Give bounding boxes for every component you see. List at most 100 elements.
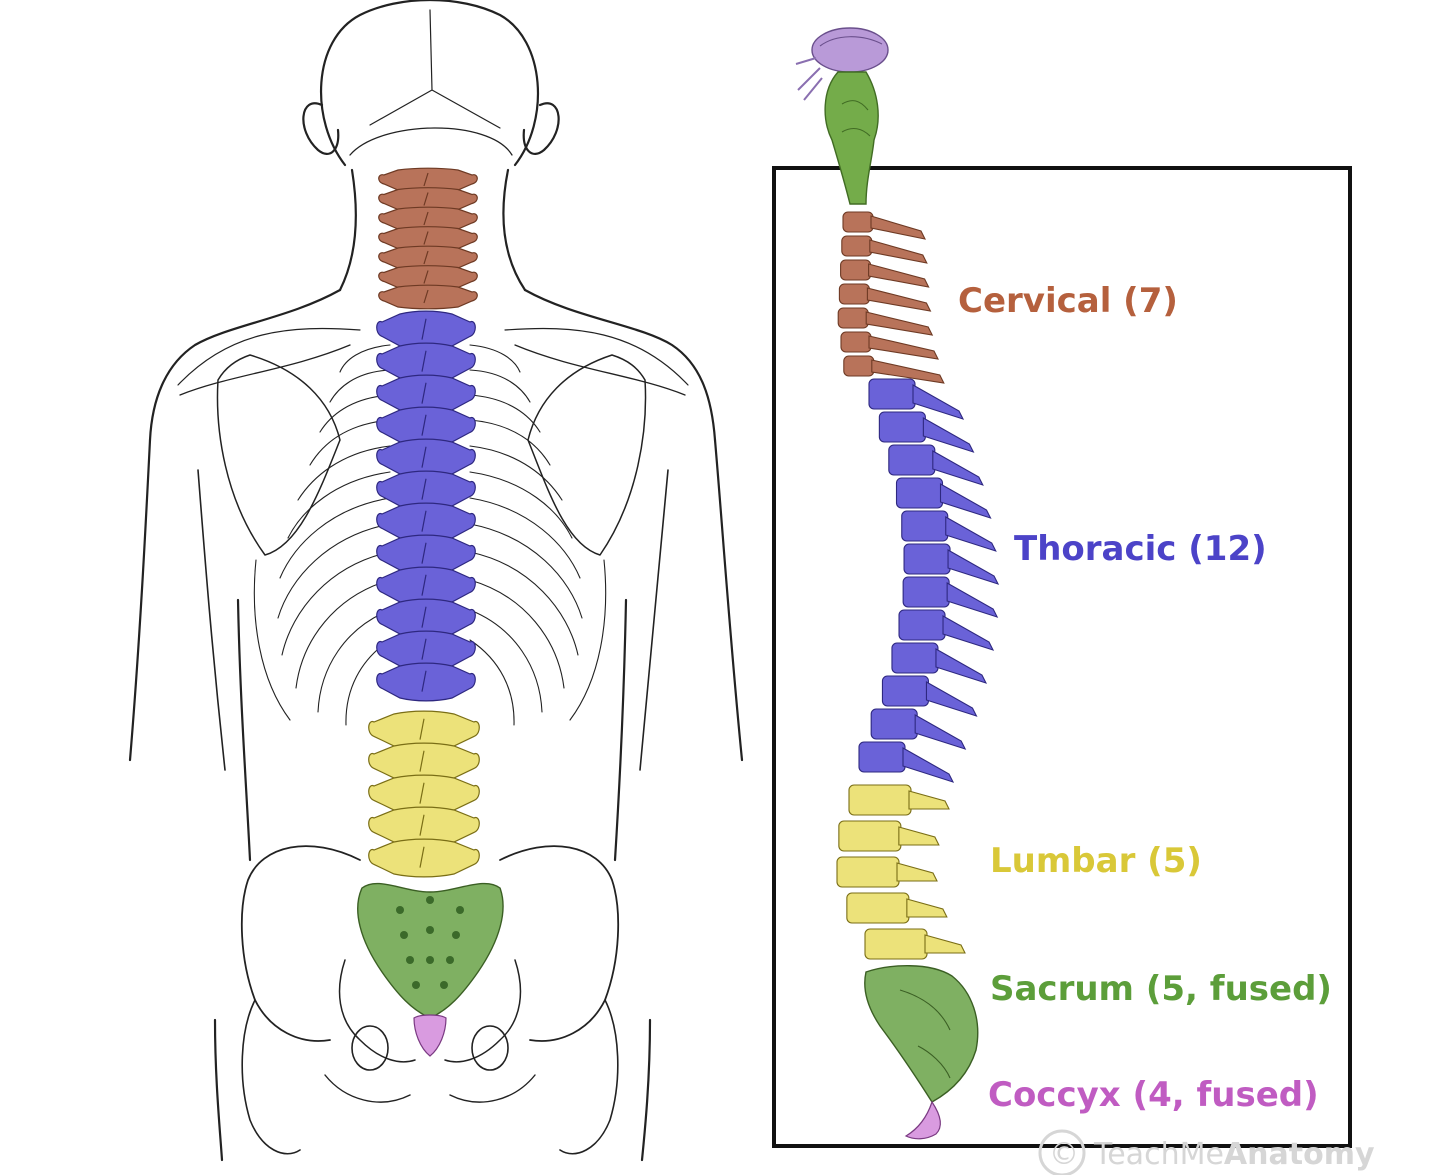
lateral-thoracic-vertebra-body [878,411,926,443]
lateral-thoracic-vertebra-spinous-process [947,549,1000,585]
right-ischium [449,1074,536,1103]
posterior-thoracic-vertebra-shape [376,566,476,606]
sacral-foramen [400,931,408,939]
posterior-cervical-vertebra-process [423,172,429,187]
right-iliac-crest [499,845,620,1042]
posterior-thoracic-vertebra-shape [376,534,476,574]
posterior-thoracic-vertebra-process [421,574,427,596]
posterior-cervical-vertebra-process [423,250,429,265]
lateral-cervical-vertebra-body [840,259,872,281]
posterior-thoracic-vertebra [376,438,476,478]
right-obturator [471,1025,509,1071]
lateral-lumbar-vertebra-body [846,892,910,924]
brainstem-detail [841,100,871,137]
lateral-thoracic-vertebra [898,609,995,651]
posterior-lumbar-vertebra-shape [368,806,480,846]
posterior-lumbar-spine [368,710,480,878]
lateral-lumbar-vertebra-spinous-process [924,934,966,954]
brainstem [824,71,879,205]
posterior-cervical-vertebra-shape [378,245,478,271]
posterior-thoracic-vertebra [376,598,476,638]
lateral-thoracic-vertebra [895,477,992,519]
left-torso-side [236,598,252,862]
lateral-lumbar-vertebra-spinous-process [898,826,940,846]
posterior-cervical-vertebra-process [423,192,429,206]
posterior-thoracic-vertebra-process [421,542,427,564]
posterior-cervical-vertebra [378,206,478,232]
lateral-cervical-vertebra-body [841,235,873,257]
posterior-thoracic-vertebra [376,374,476,414]
label-coccyx: Coccyx (4, fused) [988,1075,1319,1115]
posterior-cervical-vertebra-shape [378,206,478,232]
lateral-thoracic-vertebra-spinous-process [939,483,992,519]
posterior-lumbar-vertebra-shape [368,742,480,782]
posterior-coccyx [413,1014,447,1057]
posterior-thoracic-vertebra [376,662,476,702]
posterior-thoracic-vertebra-process [421,382,427,404]
left-scapula-spine [179,344,351,396]
posterior-thoracic-vertebra-process [421,446,427,468]
left-iliac-crest [240,845,361,1042]
lateral-cervical-vertebra [843,355,945,384]
lateral-thoracic-vertebra-body [902,576,950,608]
lateral-cervical-vertebra [841,235,928,264]
lateral-thoracic-vertebra-body [901,510,949,542]
posterior-lumbar-vertebra-shape [368,710,480,750]
left-scapula [216,354,341,556]
posterior-spine [357,167,504,1057]
posterior-thoracic-vertebra-shape [376,342,476,382]
lateral-cervical-vertebra [837,307,934,336]
left-shoulder [148,288,342,442]
lateral-thoracic-vertebra-body [868,378,916,410]
posterior-cervical-vertebra [378,265,478,290]
posterior-lumbar-vertebra [368,806,480,846]
posterior-cervical-vertebra [378,284,478,310]
lateral-lumbar-vertebra [838,820,940,852]
posterior-thoracic-vertebra-process [421,350,427,372]
lateral-cervical-vertebra-spinous-process [868,335,939,360]
lateral-thoracic-vertebra-spinous-process [945,516,997,552]
posterior-thoracic-vertebra-shape [376,406,476,446]
right-arm-inner [639,469,669,771]
posterior-thoracic-vertebra [376,566,476,606]
watermark-text: TeachMeAnatomy [1093,1137,1375,1172]
sacral-foramina [396,896,464,989]
hairline [349,127,513,156]
posterior-cervical-vertebra-process [423,231,429,245]
right-ribs [469,344,607,726]
posterior-thoracic-vertebra [376,534,476,574]
sacral-foramen [412,981,420,989]
sacral-foramen [396,906,404,914]
lateral-thoracic-vertebra-body [870,708,918,740]
label-cervical: Cervical (7) [958,281,1178,321]
posterior-lumbar-vertebra-process [419,718,425,740]
posterior-thoracic-vertebra-process [421,510,427,532]
sacral-foramen [426,896,434,904]
sacral-foramen [452,931,460,939]
posterior-thoracic-vertebra-shape [376,598,476,638]
lateral-thoracic-vertebra-spinous-process [914,714,967,750]
right-femur-head [559,999,619,1155]
posterior-thoracic-vertebra-shape [376,310,476,350]
lateral-sacrum-detail [899,989,951,1079]
posterior-cervical-spine [378,167,478,310]
posterior-cervical-vertebra-process [423,289,429,304]
posterior-lumbar-vertebra [368,742,480,782]
lateral-cervical-vertebra-spinous-process [869,239,928,264]
lateral-lumbar-vertebra-body [864,928,928,960]
lateral-cervical-vertebra-body [842,211,874,233]
left-pelvis-inner [338,959,416,1063]
posterior-cervical-vertebra-shape [378,284,478,310]
sacral-foramen [426,956,434,964]
lateral-lumbar-vertebra-body [836,856,900,888]
lateral-thoracic-vertebra [901,510,997,552]
posterior-body-figure [128,0,744,1162]
right-ear [522,102,560,155]
lateral-cervical-vertebra-spinous-process [865,311,934,336]
lateral-lumbar-vertebra-body [848,784,912,816]
lateral-sacrum [864,965,979,1103]
watermark: © TeachMeAnatomy [1038,1129,1375,1175]
left-ischium [324,1074,411,1103]
posterior-thoracic-vertebra [376,630,476,670]
lateral-thoracic-vertebra [902,576,999,618]
